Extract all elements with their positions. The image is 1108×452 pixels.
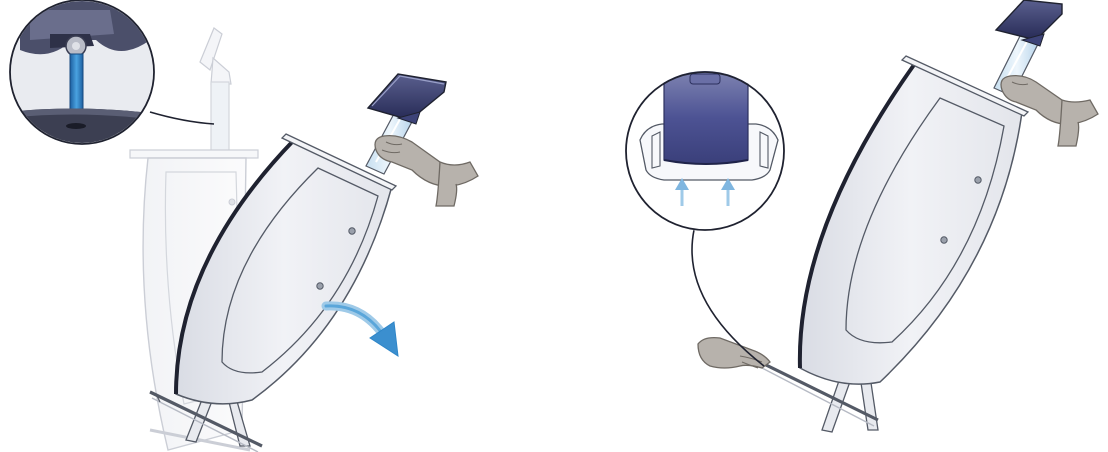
hand-icon bbox=[375, 136, 478, 206]
tilt-arrow-icon bbox=[326, 306, 398, 356]
right-panel bbox=[620, 0, 1098, 432]
stem-clamp-detail-callout bbox=[8, 0, 158, 150]
callout-leader-line bbox=[150, 112, 214, 124]
hand-icon bbox=[698, 338, 770, 368]
tilted-kiosk-right bbox=[760, 0, 1062, 432]
left-panel bbox=[8, 0, 478, 452]
base-lift-detail-callout bbox=[620, 60, 790, 236]
